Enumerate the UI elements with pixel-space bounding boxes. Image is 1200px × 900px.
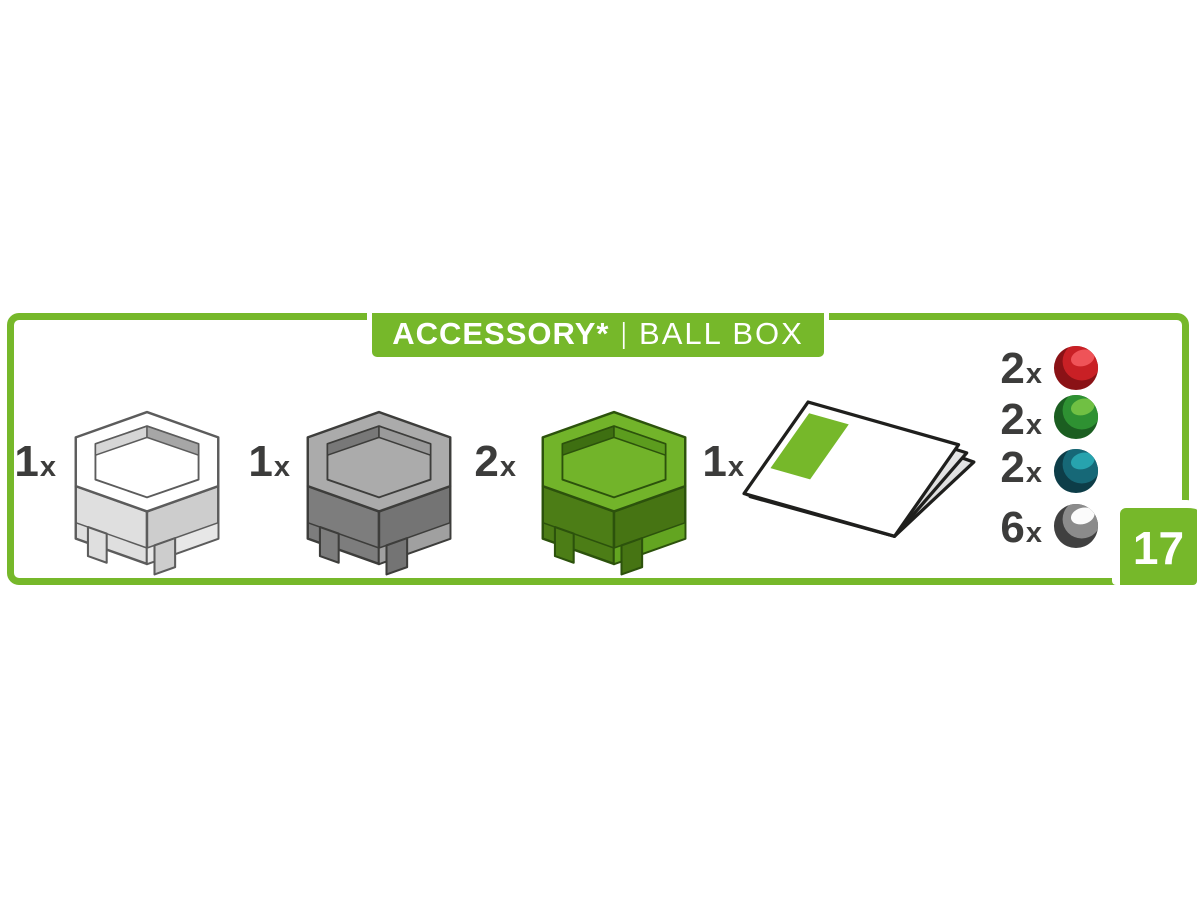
quantity-label-white-box: 1x [14,437,56,486]
banner-category-label: ACCESSORY* [392,316,610,351]
header-banner: ACCESSORY* | BALL BOX [367,313,829,362]
set-number: 17 [1132,521,1185,574]
quantity-label-gray-box: 1x [248,437,290,486]
quantity-label-instructions: 1x [702,437,744,486]
red-ball-icon [1053,345,1099,391]
banner-product-label: BALL BOX [639,316,804,351]
quantity-label-silver-balls: 6x [1000,503,1042,552]
quantity-label-red-balls: 2x [1000,344,1042,393]
gray-hex-box-illustration [306,410,452,576]
sheet-green-stripe [770,413,849,480]
quantity-label-green-balls: 2x [1000,395,1042,444]
silver-ball-icon [1053,503,1099,549]
white-hex-box-illustration [74,410,220,576]
green-ball-icon [1053,394,1099,440]
quantity-label-green-box: 2x [474,437,516,486]
quantity-label-teal-balls: 2x [1000,443,1042,492]
teal-ball-icon [1053,448,1099,494]
green-hex-box-illustration [541,410,687,576]
banner-separator: | [621,317,627,350]
instruction-sheet-illustration [742,400,976,538]
set-number-tab: 17 [1112,500,1197,585]
